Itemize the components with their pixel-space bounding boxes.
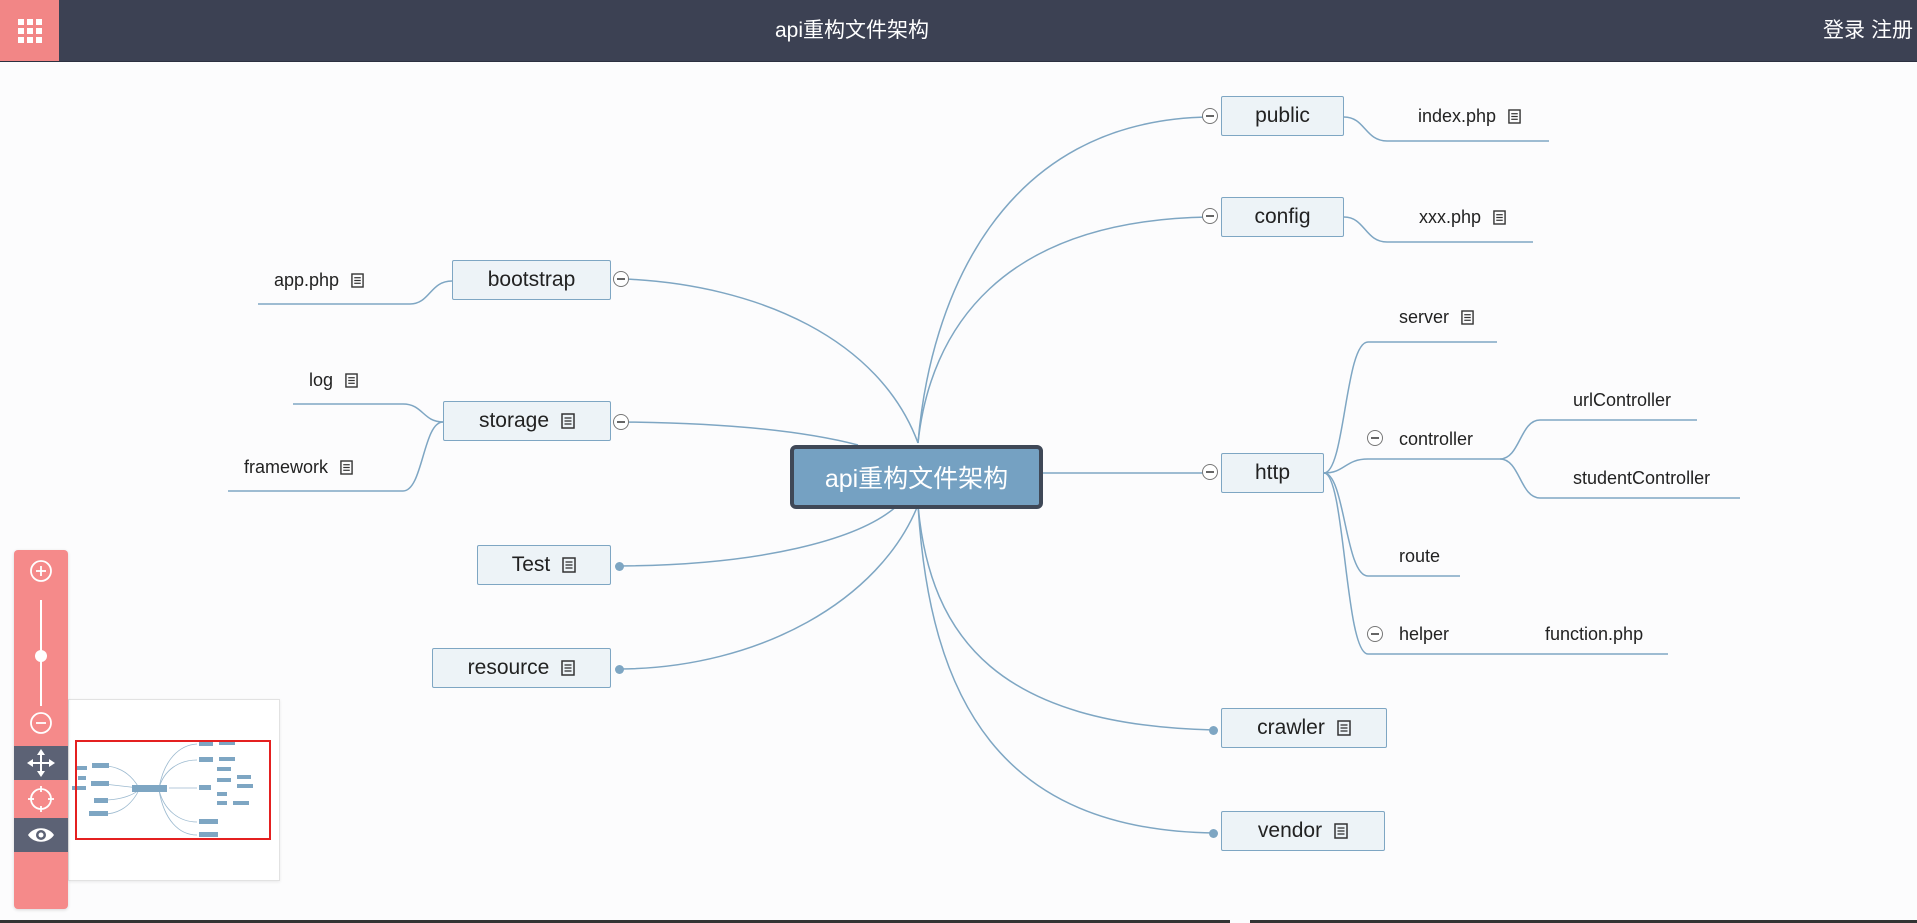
topic-label: vendor bbox=[1257, 819, 1323, 842]
note-icon bbox=[345, 372, 358, 388]
topic-bootstrap[interactable]: bootstrap bbox=[452, 260, 611, 300]
note-icon bbox=[1461, 309, 1474, 325]
topic-label: bootstrap bbox=[487, 268, 576, 291]
bottom-divider bbox=[1250, 920, 1917, 923]
topic-http[interactable]: http bbox=[1221, 453, 1324, 493]
topic-label: http bbox=[1254, 461, 1291, 484]
note-icon bbox=[561, 660, 576, 676]
branch-dot bbox=[1209, 829, 1218, 838]
topic-label: public bbox=[1255, 104, 1310, 127]
leaf-label: route bbox=[1399, 546, 1441, 566]
note-icon bbox=[561, 413, 575, 429]
document-title: api重构文件架构 bbox=[774, 19, 930, 42]
leaf-student-controller[interactable]: studentController bbox=[1573, 463, 1710, 493]
zoom-in-icon bbox=[30, 560, 52, 582]
mindmap-links bbox=[228, 116, 1740, 834]
collapse-controller-button[interactable] bbox=[1367, 430, 1383, 446]
leaf-label: log bbox=[309, 370, 334, 390]
apps-menu-button[interactable] bbox=[0, 0, 59, 61]
topic-crawler[interactable]: crawler bbox=[1221, 708, 1387, 748]
leaf-label: server bbox=[1399, 307, 1450, 327]
leaf-index-php[interactable]: index.php bbox=[1418, 101, 1521, 131]
topic-label: config bbox=[1254, 205, 1311, 228]
zoom-in-button[interactable] bbox=[14, 556, 68, 586]
topic-label: storage bbox=[478, 409, 550, 432]
login-link[interactable]: 登录 bbox=[1823, 19, 1865, 42]
topic-test[interactable]: Test bbox=[477, 545, 611, 585]
leaf-label: index.php bbox=[1418, 106, 1497, 126]
note-icon bbox=[1337, 720, 1351, 736]
note-icon bbox=[1334, 823, 1348, 839]
leaf-label: urlController bbox=[1573, 390, 1672, 410]
bottom-divider bbox=[0, 920, 1230, 923]
note-icon bbox=[562, 557, 576, 573]
branch-dot bbox=[615, 665, 624, 674]
leaf-label: xxx.php bbox=[1419, 207, 1482, 227]
note-icon bbox=[1508, 108, 1521, 124]
branch-dot bbox=[1209, 726, 1218, 735]
collapse-http-button[interactable] bbox=[1202, 464, 1218, 480]
note-icon bbox=[340, 459, 353, 475]
collapse-bootstrap-button[interactable] bbox=[613, 271, 629, 287]
branch-dot bbox=[615, 562, 624, 571]
collapse-storage-button[interactable] bbox=[613, 414, 629, 430]
top-bar: api重构文件架构 登录注册 bbox=[0, 0, 1917, 62]
minimap-viewport[interactable] bbox=[75, 740, 271, 840]
target-icon bbox=[28, 786, 54, 812]
locate-button[interactable] bbox=[14, 782, 68, 816]
topic-resource[interactable]: resource bbox=[432, 648, 611, 688]
zoom-slider-handle[interactable] bbox=[35, 650, 47, 662]
leaf-label: app.php bbox=[274, 270, 340, 290]
leaf-label: helper bbox=[1399, 624, 1450, 644]
minimap[interactable] bbox=[68, 699, 280, 881]
register-link[interactable]: 注册 bbox=[1871, 19, 1913, 42]
move-button[interactable] bbox=[14, 746, 68, 780]
leaf-function-php[interactable]: function.php bbox=[1545, 619, 1643, 649]
leaf-url-controller[interactable]: urlController bbox=[1573, 385, 1671, 415]
leaf-label: studentController bbox=[1573, 468, 1711, 488]
leaf-log[interactable]: log bbox=[309, 365, 358, 395]
leaf-framework[interactable]: framework bbox=[244, 452, 353, 482]
leaf-label: function.php bbox=[1545, 624, 1644, 644]
minimap-preview bbox=[72, 741, 253, 837]
note-icon bbox=[1493, 209, 1506, 225]
collapse-helper-button[interactable] bbox=[1367, 626, 1383, 642]
leaf-server[interactable]: server bbox=[1399, 302, 1474, 332]
topic-label: resource bbox=[467, 656, 550, 679]
auth-links: 登录注册 bbox=[1823, 0, 1913, 61]
topic-storage[interactable]: storage bbox=[443, 401, 611, 441]
eye-icon bbox=[28, 828, 54, 842]
collapse-public-button[interactable] bbox=[1202, 108, 1218, 124]
leaf-xxx-php[interactable]: xxx.php bbox=[1419, 202, 1506, 232]
topic-public[interactable]: public bbox=[1221, 96, 1344, 136]
leaf-route[interactable]: route bbox=[1399, 541, 1440, 571]
topic-label: crawler bbox=[1257, 716, 1325, 739]
topic-vendor[interactable]: vendor bbox=[1221, 811, 1385, 851]
zoom-out-button[interactable] bbox=[14, 708, 68, 738]
preview-button[interactable] bbox=[14, 818, 68, 852]
topic-config[interactable]: config bbox=[1221, 197, 1344, 237]
zoom-out-icon bbox=[30, 712, 52, 734]
note-icon bbox=[351, 272, 364, 288]
leaf-label: framework bbox=[244, 457, 329, 477]
leaf-controller[interactable]: controller bbox=[1399, 424, 1473, 454]
grid-icon bbox=[17, 18, 42, 43]
topic-label: Test bbox=[511, 553, 551, 576]
root-topic[interactable]: api重构文件架构 bbox=[790, 445, 1043, 509]
leaf-app-php[interactable]: app.php bbox=[274, 265, 364, 295]
leaf-helper[interactable]: helper bbox=[1399, 619, 1449, 649]
zoom-toolbar bbox=[14, 550, 68, 909]
collapse-config-button[interactable] bbox=[1202, 208, 1218, 224]
move-icon bbox=[27, 749, 55, 777]
leaf-label: controller bbox=[1399, 429, 1474, 449]
